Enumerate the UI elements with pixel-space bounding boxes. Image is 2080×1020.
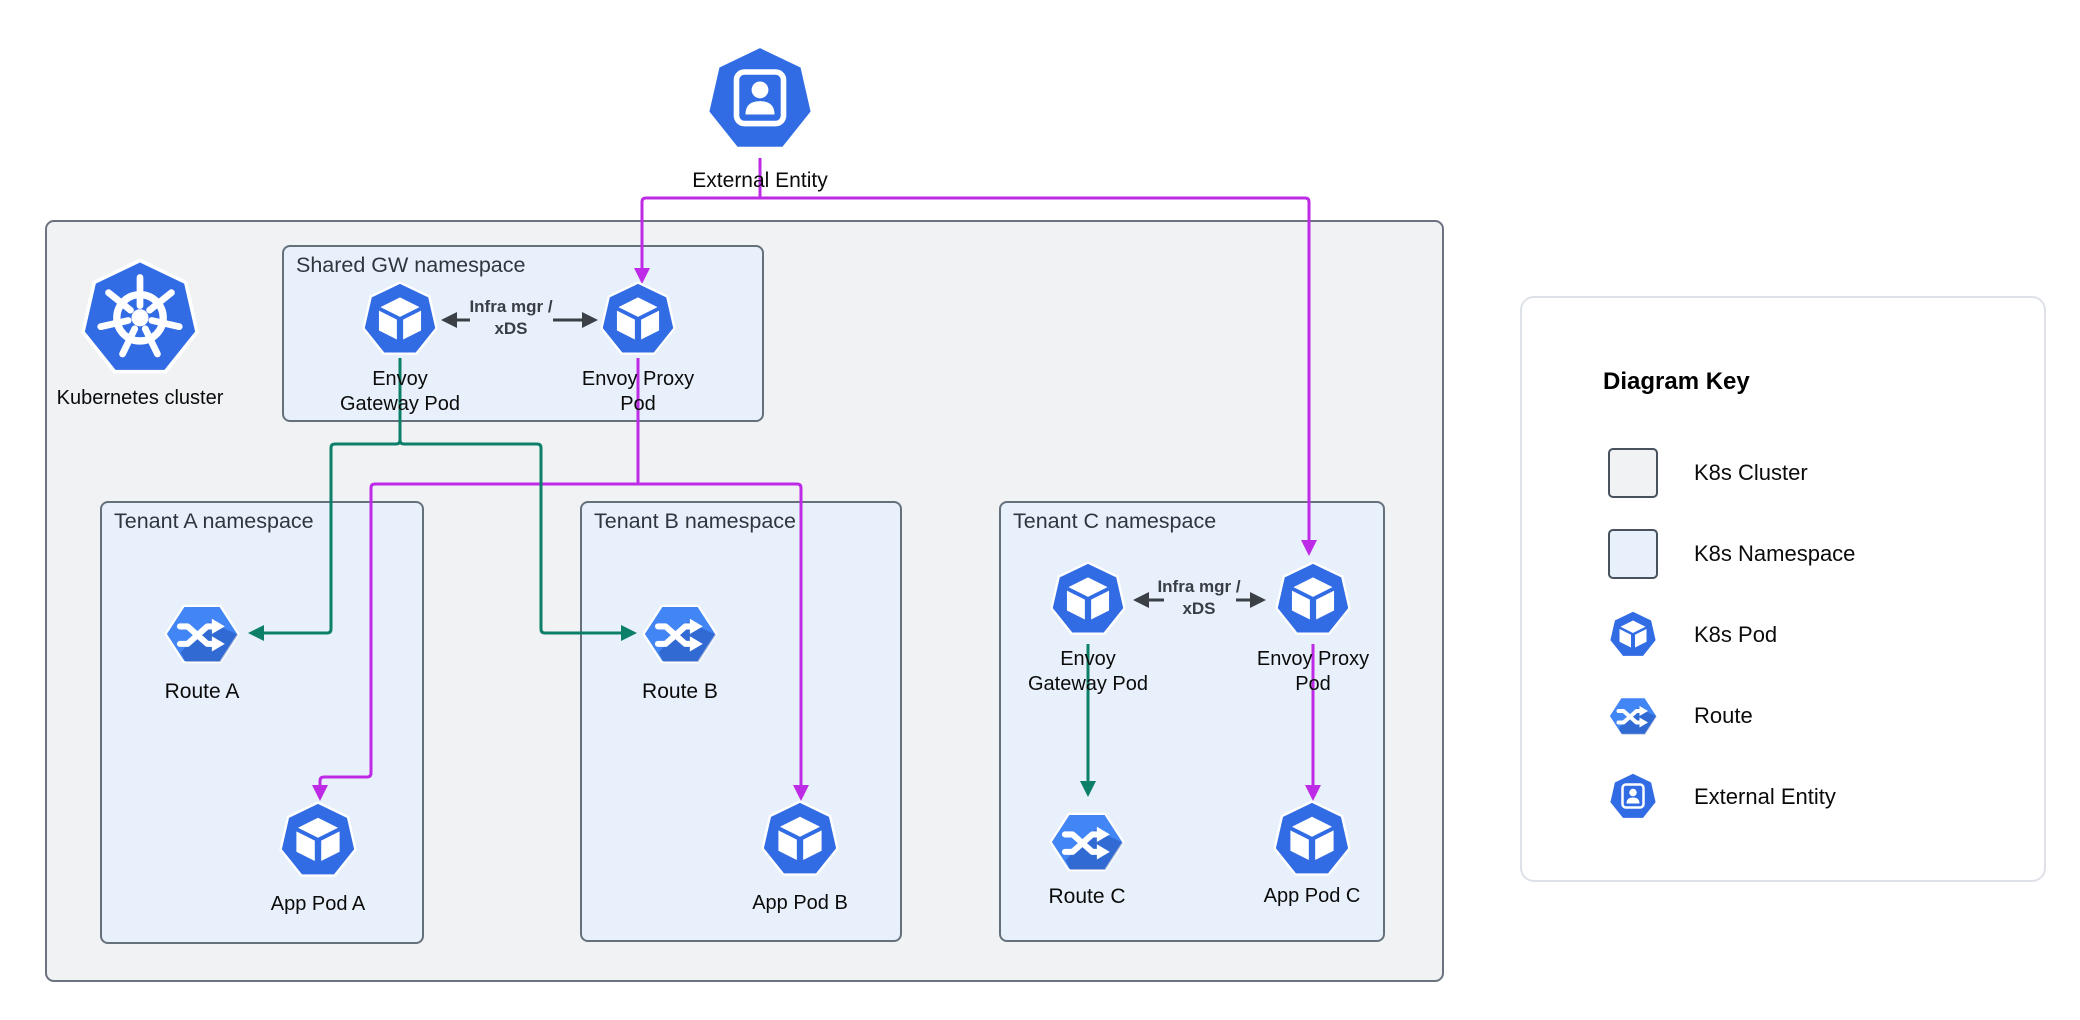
app-pod-a-node [278, 801, 358, 881]
key-row-external-entity: External Entity [1522, 772, 2044, 822]
tenantc-envoy-proxy-pod-node [1274, 561, 1352, 639]
route-icon [1043, 804, 1131, 880]
k8s-pod-icon [1274, 561, 1352, 639]
route-icon [1608, 691, 1658, 741]
shared-gw-namespace-title: Shared GW namespace [296, 253, 526, 277]
app-pod-c-node [1272, 800, 1352, 880]
app-pod-b-label: App Pod B [752, 892, 848, 914]
tenant-c-namespace-title: Tenant C namespace [1013, 509, 1217, 533]
route-icon [158, 596, 246, 672]
tenantc-envoy-proxy-pod-label: Envoy Proxy Pod [1256, 648, 1370, 695]
app-pod-c-label: App Pod C [1263, 885, 1361, 907]
k8s-cluster-swatch [1608, 448, 1658, 498]
key-row-pod: K8s Pod [1522, 610, 2044, 660]
route-b-node [636, 596, 724, 672]
shared-envoy-gateway-pod-label: Envoy Gateway Pod [339, 368, 461, 415]
key-row-namespace: K8s Namespace [1522, 529, 2044, 579]
external-entity-icon [704, 44, 816, 156]
shared-envoy-proxy-pod-label: Envoy Proxy Pod [581, 368, 695, 415]
k8s-pod-icon [1608, 610, 1658, 660]
diagram-key-title: Diagram Key [1603, 368, 1750, 395]
k8s-pod-icon [599, 281, 677, 359]
tenantc-envoy-gateway-pod-node [1049, 561, 1127, 639]
shared-envoy-proxy-pod-node [599, 281, 677, 359]
key-row-route: Route [1522, 691, 2044, 741]
external-entity-icon [1608, 772, 1658, 822]
tenantc-infra-mgr-xds-label: Infra mgr / xDS [1157, 577, 1241, 618]
route-c-node [1043, 804, 1131, 880]
app-pod-a-label: App Pod A [270, 893, 366, 915]
tenant-a-namespace-box: Tenant A namespace [100, 501, 424, 944]
external-entity-label: External Entity [692, 169, 828, 192]
tenant-a-namespace-title: Tenant A namespace [114, 509, 314, 533]
route-icon [636, 596, 724, 672]
kubernetes-logo-icon [79, 258, 201, 380]
kubernetes-cluster-label: Kubernetes cluster [56, 387, 224, 409]
route-a-label: Route A [164, 680, 240, 703]
k8s-pod-icon [1272, 800, 1352, 880]
app-pod-b-node [760, 800, 840, 880]
k8s-pod-icon [760, 800, 840, 880]
tenantc-envoy-gateway-pod-label: Envoy Gateway Pod [1027, 648, 1149, 695]
key-row-cluster: K8s Cluster [1522, 448, 2044, 498]
k8s-pod-icon [361, 281, 439, 359]
external-entity-node [704, 44, 816, 156]
shared-infra-mgr-xds-label: Infra mgr / xDS [469, 297, 553, 338]
tenant-b-namespace-title: Tenant B namespace [594, 509, 796, 533]
k8s-pod-icon [278, 801, 358, 881]
kubernetes-cluster-node [79, 258, 201, 380]
diagram-key-panel: Diagram Key K8s Cluster K8s Namespace K8… [1520, 296, 2046, 882]
route-c-label: Route C [1048, 885, 1126, 908]
k8s-namespace-swatch [1608, 529, 1658, 579]
route-a-node [158, 596, 246, 672]
k8s-pod-icon [1049, 561, 1127, 639]
tenant-b-namespace-box: Tenant B namespace [580, 501, 902, 942]
route-b-label: Route B [642, 680, 718, 703]
shared-envoy-gateway-pod-node [361, 281, 439, 359]
